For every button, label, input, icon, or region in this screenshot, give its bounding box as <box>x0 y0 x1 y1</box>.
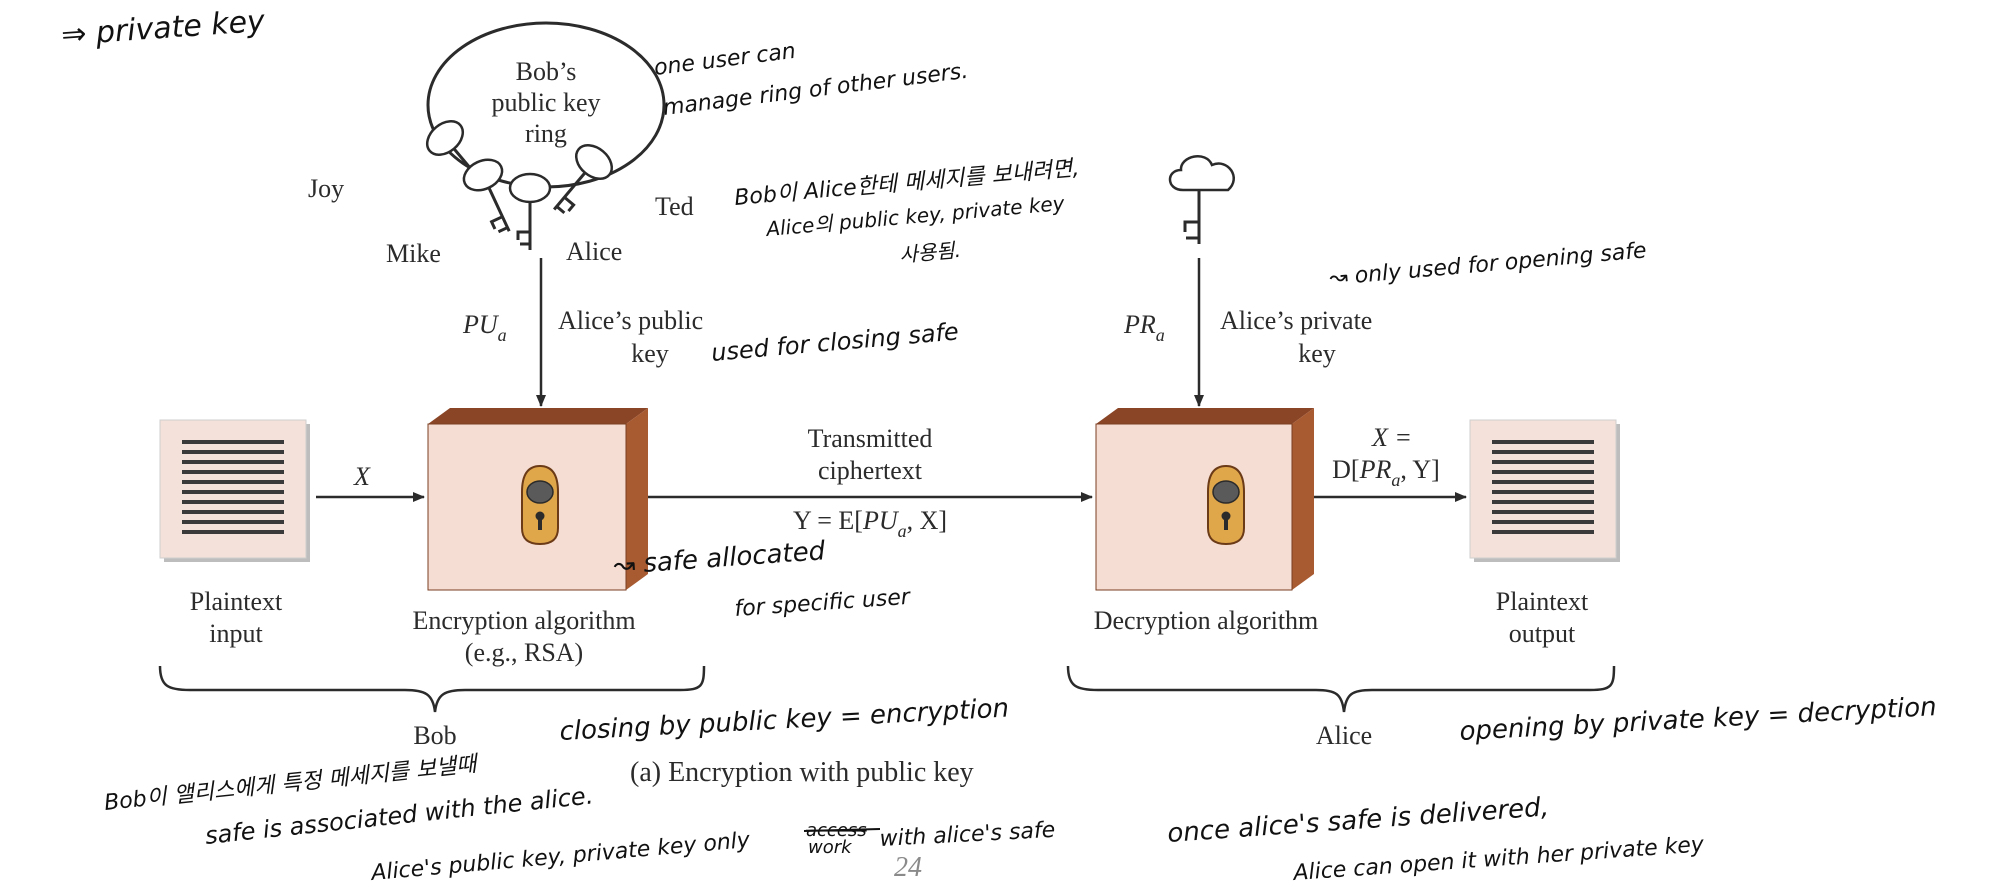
key-label-alice: Alice <box>566 237 622 266</box>
key-label-ted: Ted <box>655 192 694 221</box>
key-icon-mike <box>462 158 511 234</box>
note-opening-decryption: opening by private key = decryption <box>1459 692 1938 747</box>
pu-a-symbol: PUa <box>462 310 507 345</box>
document-text-lines <box>1492 440 1594 534</box>
plaintext-output-label-line2: output <box>1509 619 1576 648</box>
key-icon-ted <box>552 144 614 215</box>
decryption-formula: D[PRa, Y] <box>1332 455 1440 490</box>
note-work-word: work <box>808 837 853 858</box>
key-ring-label-line1: Bob’s <box>516 57 577 86</box>
plaintext-input-label-line1: Plaintext <box>190 587 283 616</box>
alice-public-key-caption-line2: key <box>631 339 669 368</box>
encryption-algorithm-label-line1: Encryption algorithm <box>412 606 635 635</box>
bob-label: Bob <box>413 721 456 750</box>
x-label: X <box>353 462 371 491</box>
note-only-opening: ↝ only used for opening safe <box>1328 238 1647 291</box>
figure-caption: (a) Encryption with public key <box>630 757 974 788</box>
note-safe-allocated-line2: for specific user <box>734 585 913 622</box>
decryption-algorithm-label: Decryption algorithm <box>1094 606 1319 635</box>
encryption-safe <box>427 408 648 591</box>
note-bob-bottom-line3: Alice's public key, private key only <box>368 828 751 886</box>
note-with-safe: with alice's safe <box>879 818 1056 852</box>
pr-a-symbol: PRa <box>1123 310 1165 345</box>
key-label-mike: Mike <box>386 239 441 268</box>
key-ring-label-line2: public key <box>491 88 600 117</box>
alice-public-key-caption-line1: Alice’s public <box>558 306 703 335</box>
private-key-icon <box>1168 155 1235 244</box>
note-alice-bottom-line2: Alice can open it with her private key <box>1291 832 1706 886</box>
note-bob-korean-line3: 사용됨. <box>898 238 961 267</box>
note-closing-encryption: closing by public key = encryption <box>559 693 1010 747</box>
note-access-correction: access work <box>803 820 881 858</box>
page-number: 24 <box>894 852 922 883</box>
bob-brace <box>158 665 706 713</box>
lock-icon <box>1207 464 1245 546</box>
decryption-safe <box>1095 408 1314 591</box>
note-closing-safe: used for closing safe <box>710 317 960 367</box>
note-private-key: ⇒ private key <box>60 4 267 53</box>
plaintext-output-label-line1: Plaintext <box>1496 587 1589 616</box>
key-label-joy: Joy <box>308 174 344 203</box>
note-ring-line1: one user can <box>653 39 797 81</box>
key-ring-label-line3: ring <box>525 119 567 148</box>
note-alice-bottom-line1: once alice's safe is delivered, <box>1166 792 1549 849</box>
encryption-algorithm-label-line2: (e.g., RSA) <box>465 638 583 667</box>
transmitted-label-line2: ciphertext <box>818 456 923 485</box>
public-key-ring: Bob’s public key ring Joy Mike Alice Ted <box>308 21 694 268</box>
lock-icon <box>521 464 559 546</box>
plaintext-output-document <box>1469 419 1620 562</box>
x-equals-label: X = <box>1371 423 1412 452</box>
ciphertext-formula: Y = E[PUa, X] <box>793 506 947 541</box>
plaintext-input-document <box>159 419 310 562</box>
alice-label: Alice <box>1316 721 1372 750</box>
transmitted-label-line1: Transmitted <box>808 424 933 453</box>
alice-private-key-caption-line2: key <box>1298 339 1336 368</box>
document-text-lines <box>182 440 284 534</box>
alice-brace <box>1066 665 1616 713</box>
plaintext-input-label-line2: input <box>209 619 263 648</box>
alice-private-key-caption-line1: Alice’s private <box>1220 306 1372 335</box>
key-icon-alice <box>508 172 552 250</box>
